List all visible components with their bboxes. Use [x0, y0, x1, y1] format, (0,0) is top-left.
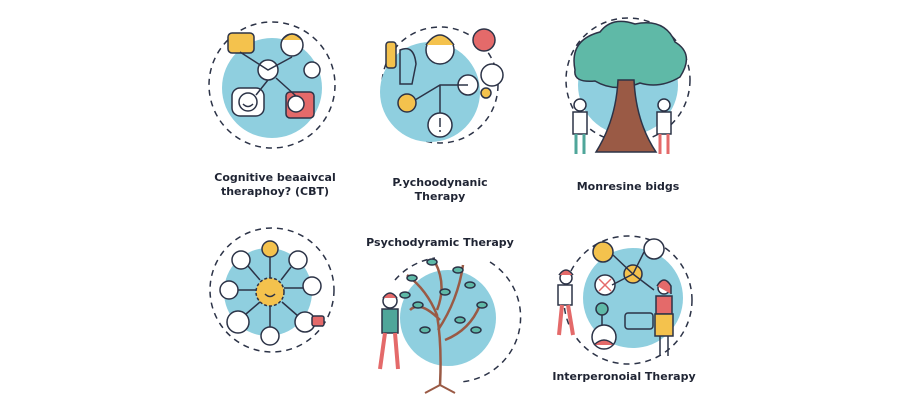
label-line: P.ychoodynanic: [392, 176, 488, 189]
person-figure: [381, 308, 399, 334]
tree-illustration: [565, 17, 691, 154]
chat-bubble-icon: [227, 32, 255, 54]
tree-trunk: [594, 79, 658, 153]
cbt-illustration: [208, 21, 336, 149]
phone-icon: [302, 276, 322, 296]
label-line: Cognitive beaaivcal: [214, 171, 336, 184]
psychodynamic-illustration: [380, 26, 504, 144]
person-icon: [219, 280, 239, 300]
tree-branches: [406, 261, 482, 386]
label-interpersonal: Interperonoial Therapy: [552, 370, 696, 383]
gear-icon: [255, 277, 285, 307]
label-cbt: Cognitive beaaivcal theraphoy? (CBT): [214, 171, 335, 199]
dashed-ring: [459, 261, 522, 383]
network-illustration: [209, 227, 335, 353]
label-psychodynamic: P.ychoodynanic Therapy: [392, 176, 487, 204]
woman-right-figure: [655, 295, 673, 315]
label-psychodyramic: Psychodyramic Therapy: [366, 236, 514, 249]
dashed-ring: [208, 21, 336, 149]
dashed-ring: [209, 227, 335, 353]
woman-left-figure: [557, 284, 573, 306]
tree-canopy: [573, 20, 688, 89]
label-line: theraphoy? (CBT): [220, 185, 330, 198]
user-icon: [643, 238, 665, 260]
emotion-bubble-icon: [472, 28, 496, 52]
lightbulb-icon: [261, 240, 279, 258]
head-silhouette-icon: [399, 47, 417, 85]
label-monresine: Monresine bidgs: [576, 180, 680, 193]
interpersonal-illustration: [557, 235, 693, 365]
location-pin-icon: [231, 250, 251, 270]
dashed-ring: [565, 17, 691, 143]
growth-tree-illustration: [378, 257, 522, 394]
message-icon: [624, 312, 654, 330]
person-icon: [397, 93, 417, 113]
key-icon: [260, 326, 280, 346]
label-line: Therapy: [414, 190, 466, 203]
tree-icon: [288, 250, 308, 270]
network-icon: [226, 310, 250, 334]
person-badge-icon: [592, 241, 614, 263]
person-avatar-icon: [591, 324, 617, 350]
